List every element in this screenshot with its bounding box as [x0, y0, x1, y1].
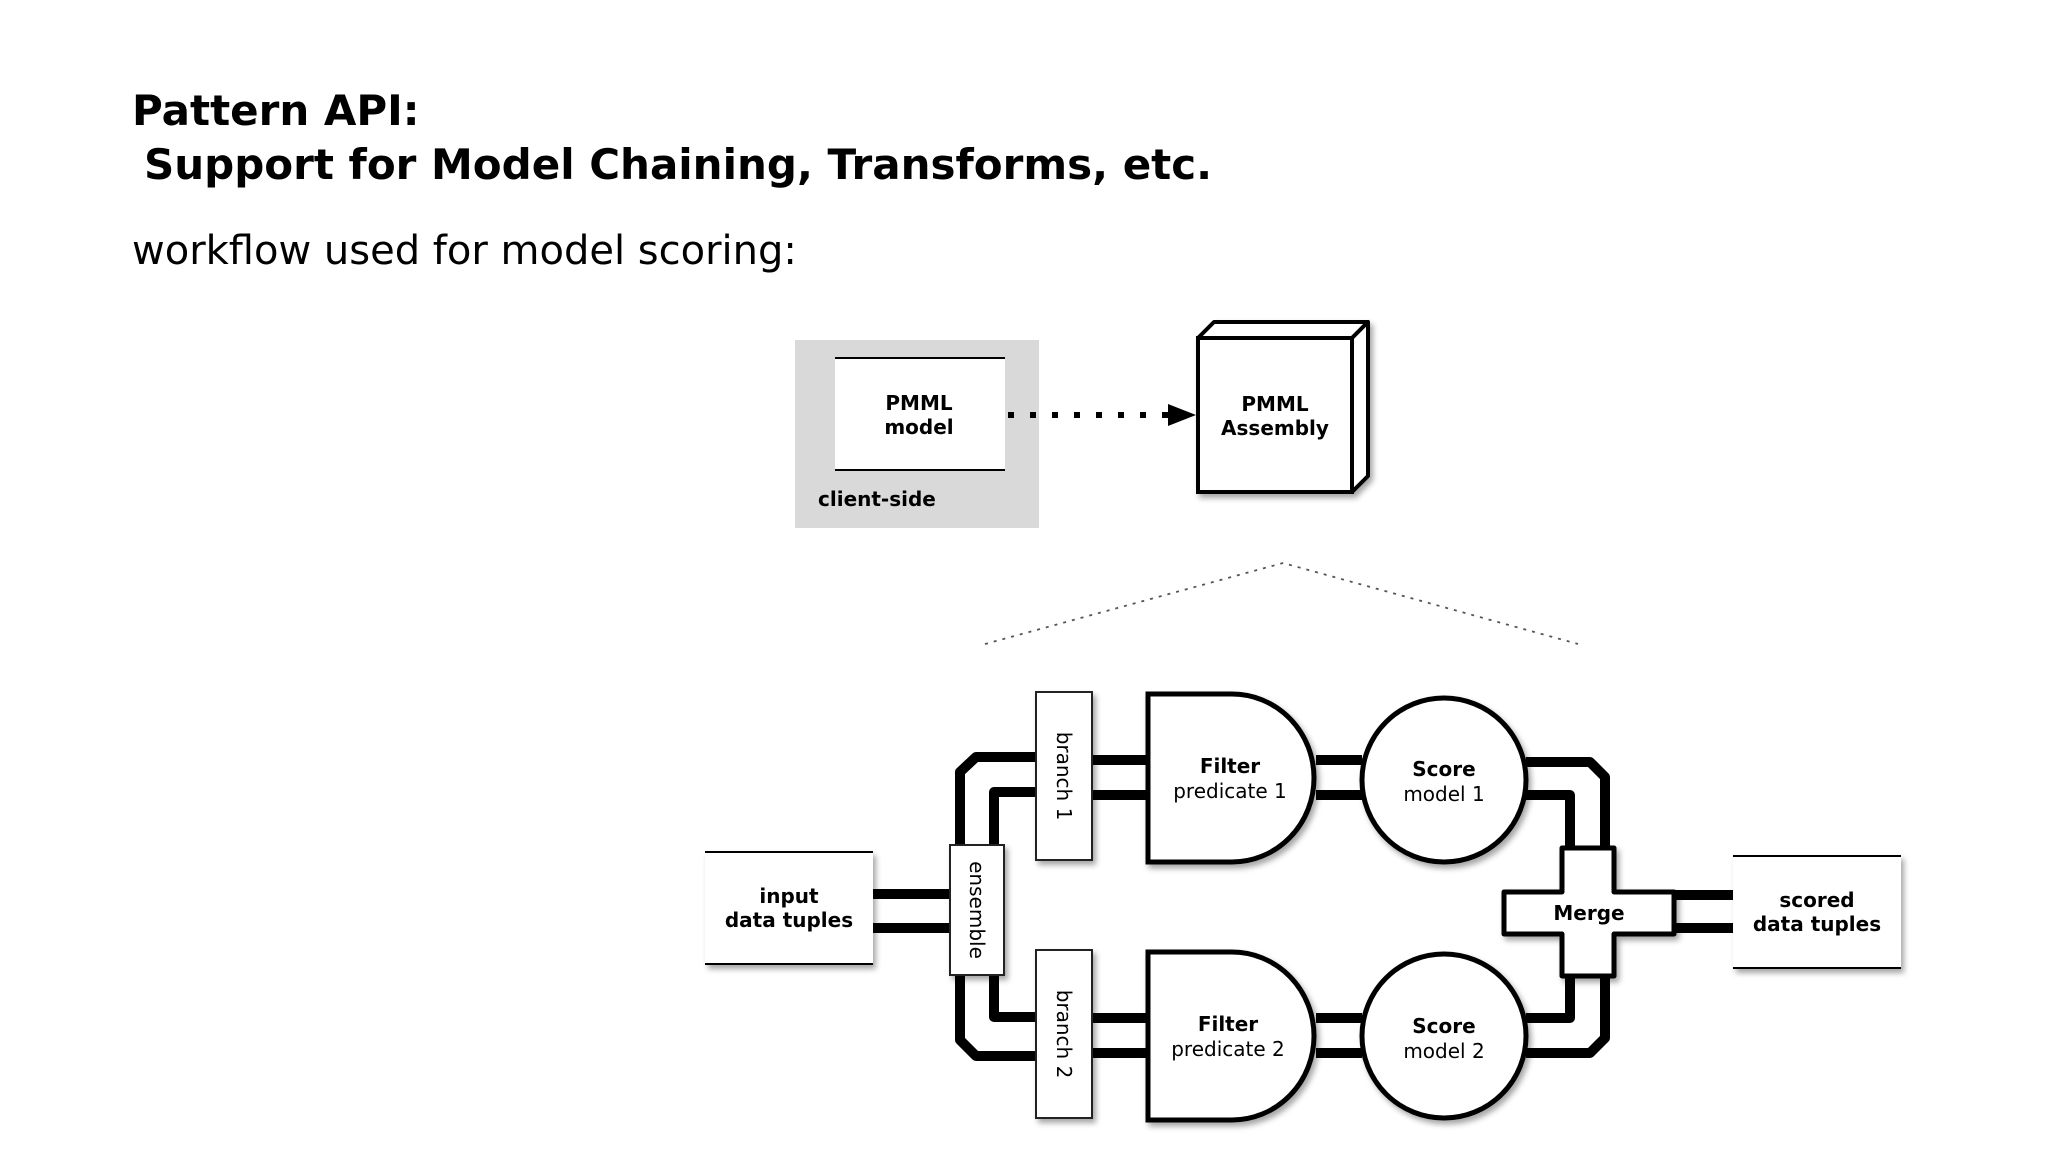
score-model-1: Score model 1 [1359, 695, 1529, 865]
pmml-model-box: PMML model [835, 357, 1005, 471]
score-model-2: Score model 2 [1359, 951, 1529, 1121]
pmml-assembly-box: PMML Assembly [1196, 320, 1370, 494]
score-2-line1: Score [1412, 1014, 1475, 1038]
ensemble-label: ensemble [965, 861, 989, 959]
scored-data-tuples-box: scored data tuples [1733, 855, 1901, 969]
filter-predicate-2: Filter predicate 2 [1145, 949, 1317, 1123]
filter-1-line1: Filter [1200, 754, 1260, 778]
branch-1-label: branch 1 [1052, 732, 1076, 821]
pmml-model-line1: PMML [885, 391, 952, 415]
filter-predicate-1: Filter predicate 1 [1145, 691, 1317, 865]
filter-2-line2: predicate 2 [1171, 1037, 1285, 1061]
input-line1: input [759, 884, 819, 908]
branch-2-box: branch 2 [1035, 949, 1093, 1119]
merge-label: Merge [1553, 901, 1624, 925]
client-side-label: client-side [818, 487, 936, 511]
score-2-line2: model 2 [1403, 1039, 1484, 1063]
pmml-assembly-line1: PMML [1241, 392, 1308, 416]
pmml-assembly-line2: Assembly [1221, 416, 1329, 440]
zoom-indicator-lines [984, 562, 1579, 645]
filter-2-line1: Filter [1198, 1012, 1258, 1036]
slide-subtitle: workflow used for model scoring: [132, 228, 797, 274]
output-line2: data tuples [1753, 912, 1881, 936]
branch-2-label: branch 2 [1052, 990, 1076, 1079]
filter-1-line2: predicate 1 [1173, 779, 1287, 803]
score-1-line1: Score [1412, 757, 1475, 781]
slide-title-line2: Support for Model Chaining, Transforms, … [144, 140, 1213, 189]
branch-1-box: branch 1 [1035, 691, 1093, 861]
pmml-model-line2: model [884, 415, 953, 439]
score-1-line2: model 1 [1403, 782, 1484, 806]
ensemble-box: ensemble [949, 844, 1005, 976]
output-line1: scored [1779, 888, 1854, 912]
slide-title-line1: Pattern API: [132, 86, 420, 135]
input-data-tuples-box: input data tuples [705, 851, 873, 965]
slide-title: Pattern API: Support for Model Chaining,… [132, 84, 1212, 192]
input-line2: data tuples [725, 908, 853, 932]
flow-pipes [872, 752, 1734, 1061]
dotted-arrow [1008, 404, 1196, 426]
merge-cross: Merge [1501, 845, 1677, 979]
